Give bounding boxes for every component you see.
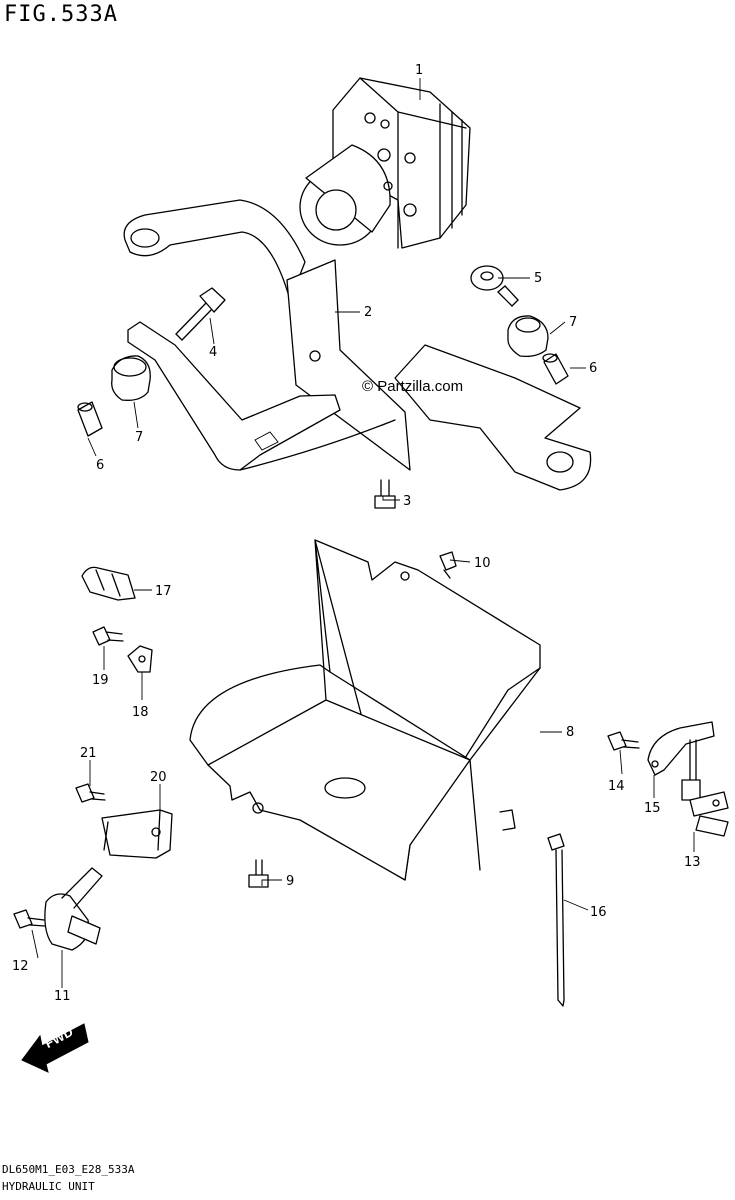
rivet-part-10[interactable] xyxy=(439,551,457,579)
bolt-part-9[interactable] xyxy=(248,859,269,888)
grommet-part-7-left[interactable] xyxy=(111,355,151,401)
callout-13[interactable]: 13 xyxy=(684,855,701,870)
bolt-part-4[interactable] xyxy=(175,287,226,341)
sensor-bracket-part-20[interactable] xyxy=(101,809,173,859)
callout-8[interactable]: 8 xyxy=(566,725,574,740)
callout-1[interactable]: 1 xyxy=(415,63,423,78)
callout-10[interactable]: 10 xyxy=(474,556,491,571)
callout-3[interactable]: 3 xyxy=(403,494,411,509)
callout-18[interactable]: 18 xyxy=(132,705,149,720)
footer-assembly-name: HYDRAULIC UNIT xyxy=(2,1180,95,1193)
callout-21[interactable]: 21 xyxy=(80,746,97,761)
clip-part-17[interactable] xyxy=(81,566,136,601)
callout-16[interactable]: 16 xyxy=(590,905,607,920)
bolt-part-5[interactable] xyxy=(470,265,519,307)
collar-part-6-right[interactable] xyxy=(542,353,569,385)
collar-part-6-left[interactable] xyxy=(77,401,103,437)
callout-19[interactable]: 19 xyxy=(92,673,109,688)
wheel-sensor-part-13[interactable] xyxy=(681,739,729,837)
bolt-part-21[interactable] xyxy=(75,783,106,803)
speed-sensor-part-11[interactable] xyxy=(44,867,103,951)
callout-17[interactable]: 17 xyxy=(155,584,172,599)
callout-7-left[interactable]: 7 xyxy=(135,430,143,445)
callout-6-left[interactable]: 6 xyxy=(96,458,104,473)
cable-tie-part-16[interactable] xyxy=(547,833,565,1007)
hydraulic-unit-part-1[interactable] xyxy=(299,77,471,249)
callout-9[interactable]: 9 xyxy=(286,874,294,889)
callout-20[interactable]: 20 xyxy=(150,770,167,785)
harness-bracket-part-15[interactable] xyxy=(647,721,715,776)
fwd-arrow-icon xyxy=(21,1023,89,1073)
callout-2[interactable]: 2 xyxy=(364,305,372,320)
callout-4[interactable]: 4 xyxy=(209,345,217,360)
callout-5[interactable]: 5 xyxy=(534,271,542,286)
callout-14[interactable]: 14 xyxy=(608,779,625,794)
bolt-part-19[interactable] xyxy=(92,626,124,646)
clamp-part-18[interactable] xyxy=(127,645,153,673)
bolt-part-12[interactable] xyxy=(13,909,46,929)
watermark-text: © Partzilla.com xyxy=(362,378,464,395)
figure-title: FIG.533A xyxy=(4,2,118,27)
callout-11[interactable]: 11 xyxy=(54,989,71,1004)
tray-part-8[interactable] xyxy=(189,539,541,881)
bracket-part-2[interactable] xyxy=(123,199,592,491)
footer-diagram-code: DL650M1_E03_E28_533A xyxy=(2,1163,135,1176)
bolt-part-3[interactable] xyxy=(374,479,396,509)
callout-12[interactable]: 12 xyxy=(12,959,29,974)
callout-7-right[interactable]: 7 xyxy=(569,315,577,330)
grommet-part-7-right[interactable] xyxy=(507,315,549,358)
bolt-part-14[interactable] xyxy=(607,731,640,751)
callout-15[interactable]: 15 xyxy=(644,801,661,816)
callout-6-right[interactable]: 6 xyxy=(589,361,597,376)
leader-lines xyxy=(31,78,695,988)
